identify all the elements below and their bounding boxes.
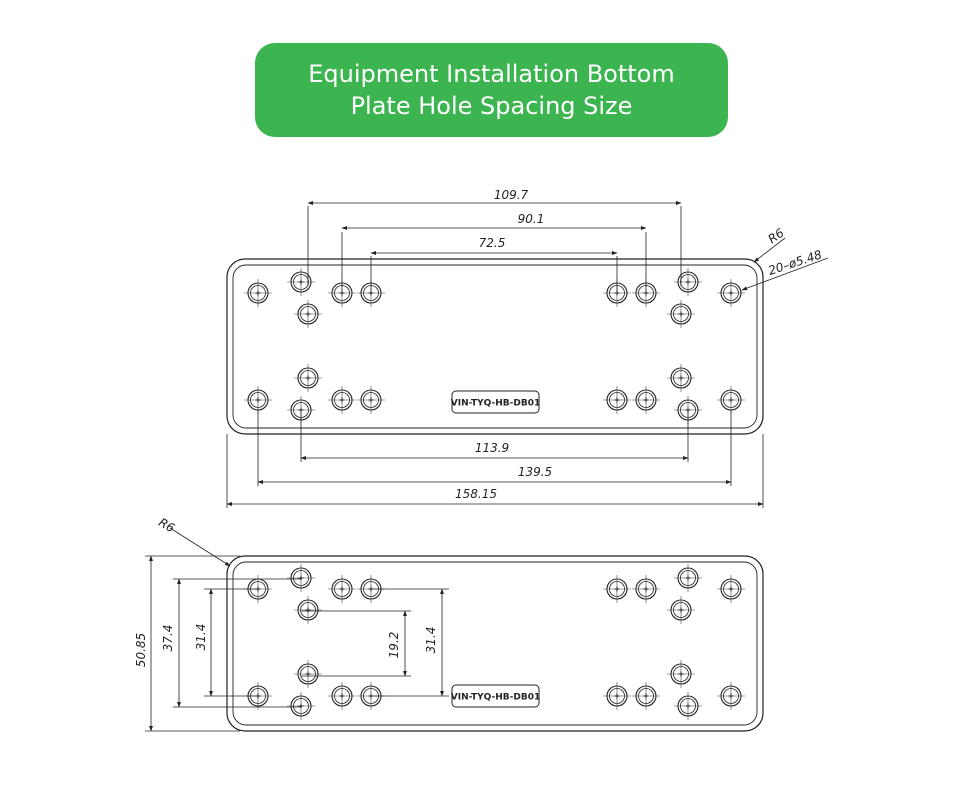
- bottom-hole: [667, 596, 695, 624]
- bottom-hole: [674, 564, 702, 592]
- title-line-1: Equipment Installation Bottom: [308, 60, 675, 88]
- bottom-hole: [294, 660, 322, 688]
- dim-158-15-label: 158.15: [455, 487, 497, 501]
- dimension-158-15: 158.15: [226, 434, 764, 508]
- dimension-19-2: 19.2: [301, 610, 411, 677]
- bottom-hole: [287, 564, 315, 592]
- title-line-2: Plate Hole Spacing Size: [350, 92, 633, 120]
- top-hole: [328, 386, 356, 414]
- top-radius-callout: R6: [753, 225, 787, 263]
- dimension-50-85: 50.85: [134, 555, 240, 732]
- top-hole: [357, 386, 385, 414]
- bottom-hole: [294, 596, 322, 624]
- bottom-radius-callout: R6: [156, 515, 231, 567]
- top-hole: [244, 386, 272, 414]
- top-plate-view: VIN-TYQ-HB-DB01 109.7 90.1 72.5 113.9: [226, 188, 829, 508]
- dim-72-5-label: 72.5: [479, 236, 506, 250]
- bottom-plate-view: VIN-TYQ-HB-DB01 50.85 37.4 31.4 19.2: [134, 515, 764, 732]
- top-hole: [717, 386, 745, 414]
- top-part-tag-box: [451, 390, 540, 414]
- bottom-hole: [287, 692, 315, 720]
- top-hole-label: 20–ø5.48: [767, 247, 824, 278]
- dim-50-85-label: 50.85: [134, 633, 148, 667]
- top-part-tag: VIN-TYQ-HB-DB01: [451, 399, 540, 409]
- dimension-139-5: 139.5: [257, 410, 732, 486]
- bottom-part-tag-box: [451, 684, 540, 708]
- bottom-hole: [603, 575, 631, 603]
- bottom-hole: [717, 682, 745, 710]
- bottom-hole: [717, 575, 745, 603]
- top-hole: [674, 268, 702, 296]
- dim-31-4-left-label: 31.4: [194, 624, 208, 651]
- dimension-90-1: 90.1: [341, 212, 647, 291]
- bottom-hole: [328, 575, 356, 603]
- bottom-plate-inner-outline: [232, 561, 758, 726]
- dim-37-4-label: 37.4: [161, 625, 175, 652]
- dimension-31-4-right: 31.4: [371, 588, 449, 697]
- bottom-hole: [244, 682, 272, 710]
- title-banner: Equipment Installation Bottom Plate Hole…: [255, 43, 728, 137]
- bottom-hole: [667, 660, 695, 688]
- bottom-part-tag: VIN-TYQ-HB-DB01: [451, 693, 540, 703]
- bottom-mounting-holes: [244, 564, 745, 720]
- dimension-109-7: 109.7: [307, 188, 682, 286]
- top-plate-outline: [226, 258, 764, 435]
- bottom-hole: [674, 692, 702, 720]
- dim-31-4-right-label: 31.4: [424, 627, 438, 654]
- top-hole: [603, 386, 631, 414]
- dimension-37-4: 37.4: [161, 578, 301, 708]
- dim-109-7-label: 109.7: [494, 188, 529, 202]
- dim-90-1-label: 90.1: [518, 212, 545, 226]
- dim-113-9-label: 113.9: [475, 441, 509, 455]
- top-radius-label: R6: [765, 225, 786, 246]
- top-hole: [244, 279, 272, 307]
- dim-139-5-label: 139.5: [518, 465, 552, 479]
- top-plate-inner-outline: [232, 264, 758, 429]
- bottom-hole: [632, 682, 660, 710]
- bottom-hole: [603, 682, 631, 710]
- dimension-113-9: 113.9: [300, 410, 689, 462]
- bottom-radius-label: R6: [156, 515, 177, 535]
- top-hole: [667, 300, 695, 328]
- dimension-31-4-left: 31.4: [194, 588, 258, 697]
- top-hole: [294, 364, 322, 392]
- top-hole: [667, 364, 695, 392]
- top-hole-callout: 20–ø5.48: [741, 247, 829, 291]
- bottom-hole: [328, 682, 356, 710]
- top-hole: [294, 300, 322, 328]
- top-hole: [717, 279, 745, 307]
- bottom-hole: [632, 575, 660, 603]
- top-hole: [632, 386, 660, 414]
- dimension-72-5: 72.5: [370, 236, 618, 291]
- bottom-plate-outline: [226, 555, 764, 732]
- dim-19-2-label: 19.2: [387, 632, 401, 659]
- top-hole: [287, 268, 315, 296]
